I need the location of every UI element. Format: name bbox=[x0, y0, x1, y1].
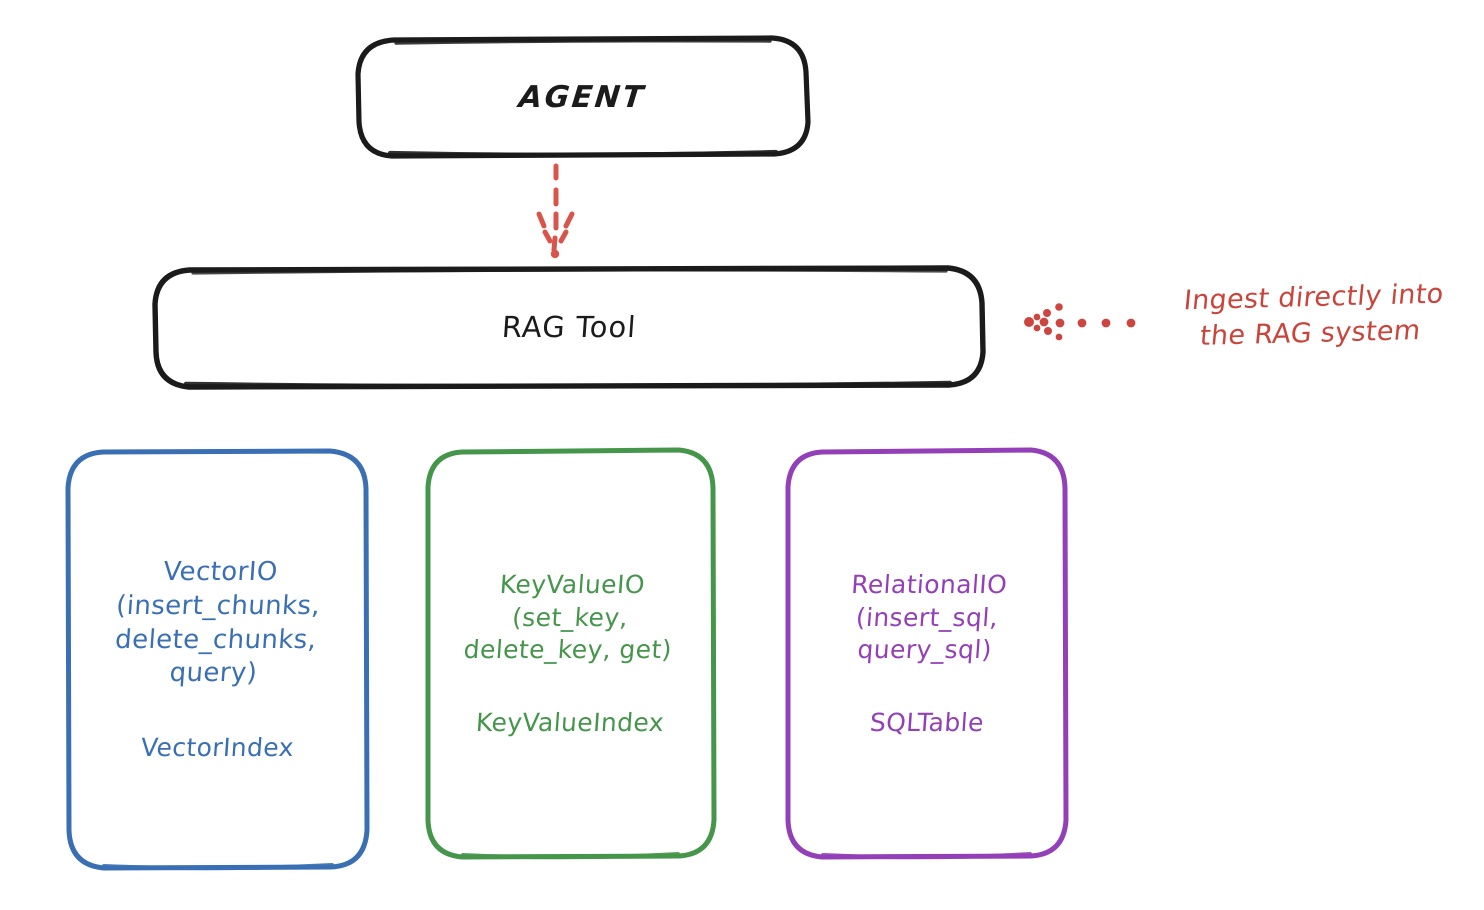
relational-io-box-outline bbox=[785, 447, 1069, 860]
agent-node-label: AGENT bbox=[516, 79, 648, 115]
key-value-io-node[interactable]: KeyValueIO (set_key, delete_key, get) Ke… bbox=[428, 450, 713, 856]
relational-io-node[interactable]: RelationalIO (insert_sql, query_sql) SQL… bbox=[788, 450, 1065, 856]
rag-tool-node[interactable]: RAG Tool bbox=[155, 268, 983, 386]
ingest-arrow bbox=[1024, 303, 1136, 341]
agent-node[interactable]: AGENT bbox=[358, 38, 806, 156]
relational-io-title: RelationalIO (insert_sql, query_sql) bbox=[849, 569, 1008, 664]
rag-tool-node-label: RAG Tool bbox=[500, 310, 638, 344]
ingest-annotation-label: Ingest directly into the RAG system bbox=[1182, 278, 1446, 352]
key-value-io-title: KeyValueIO (set_key, delete_key, get) bbox=[463, 569, 674, 664]
vector-io-index-label: VectorIndex bbox=[139, 733, 295, 763]
vector-io-node[interactable]: VectorIO (insert_chunks, delete_chunks, … bbox=[68, 450, 366, 868]
agent-box-outline bbox=[355, 35, 811, 159]
vector-io-box-outline bbox=[65, 448, 370, 871]
key-value-io-index-label: KeyValueIndex bbox=[475, 708, 666, 738]
relational-io-index-label: SQLTable bbox=[868, 708, 985, 738]
agent-to-rag-tool-arrow bbox=[536, 163, 575, 259]
vector-io-title: VectorIO (insert_chunks, delete_chunks, … bbox=[114, 556, 322, 689]
key-value-io-box-outline bbox=[425, 447, 717, 860]
rag-tool-box-outline bbox=[152, 265, 986, 390]
